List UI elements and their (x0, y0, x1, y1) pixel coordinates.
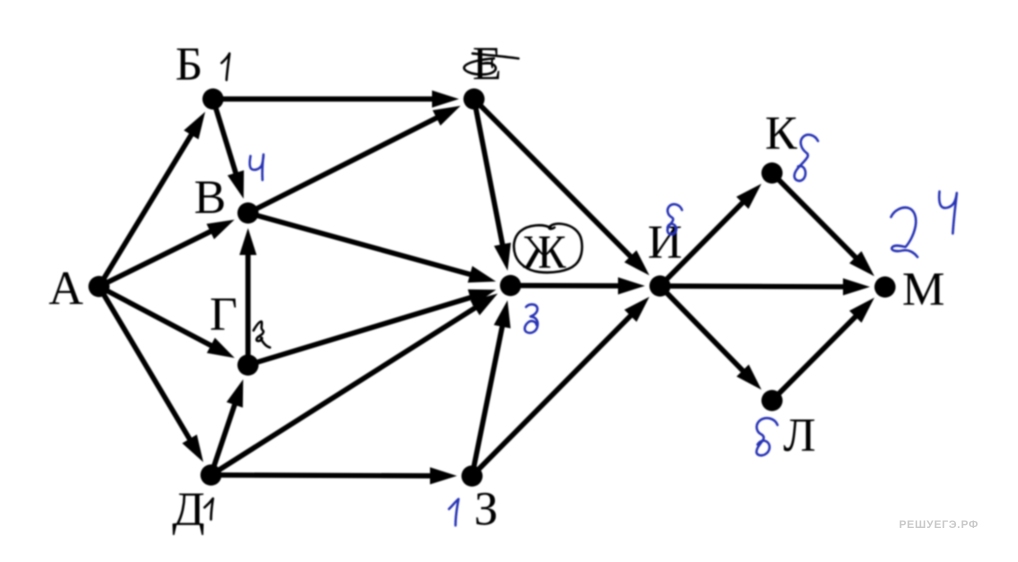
svg-text:М: М (902, 263, 945, 316)
svg-text:В: В (194, 171, 226, 224)
svg-text:З: З (474, 483, 498, 536)
svg-text:Л: Л (783, 409, 816, 462)
svg-text:Б: Б (175, 38, 203, 91)
svg-text:К: К (765, 107, 798, 160)
svg-text:Д: Д (172, 483, 205, 536)
svg-text:Г: Г (210, 288, 238, 341)
svg-text:И: И (648, 216, 683, 269)
svg-text:А: А (49, 262, 84, 315)
